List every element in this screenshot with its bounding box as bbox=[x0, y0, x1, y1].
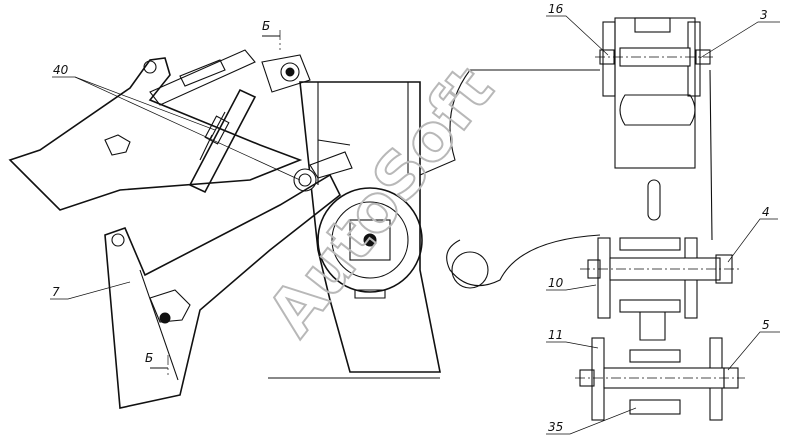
callout-40: 40 bbox=[53, 63, 69, 77]
rotor-outer bbox=[317, 187, 423, 293]
housing-body bbox=[299, 81, 441, 373]
rotor-bottom-lug bbox=[354, 289, 386, 299]
section-mark-bottom: Б bbox=[145, 351, 153, 365]
bot-hub-upper bbox=[629, 349, 681, 363]
mid-shaft-end bbox=[715, 254, 733, 284]
upper-pivot-bracket bbox=[261, 54, 311, 93]
middle-pivot-inner bbox=[298, 173, 312, 187]
leader-16 bbox=[546, 15, 609, 56]
bot-bolt-head bbox=[579, 369, 595, 387]
lower-arm-top-hole bbox=[111, 233, 125, 247]
housing-ribs bbox=[317, 82, 409, 185]
lower-arm-edge bbox=[139, 269, 179, 381]
rotor-center bbox=[363, 233, 377, 247]
top-bolt-head bbox=[599, 49, 615, 65]
upper-arm-hole bbox=[143, 60, 157, 74]
callouts: 16 3 40 4 7 10 11 5 35 bbox=[50, 2, 780, 435]
leader-40 bbox=[52, 76, 301, 181]
mid-hub-upper bbox=[619, 237, 681, 251]
cylinder-collar bbox=[204, 115, 230, 145]
middle-pivot-outer bbox=[293, 168, 317, 192]
callout-35: 35 bbox=[548, 420, 563, 434]
callout-3: 3 bbox=[760, 8, 768, 22]
top-roller bbox=[619, 94, 696, 126]
top-link-plate bbox=[149, 49, 256, 106]
upper-blade-arm bbox=[8, 57, 303, 211]
top-section-frame bbox=[614, 17, 696, 169]
middle-lever bbox=[309, 151, 353, 179]
callout-4: 4 bbox=[762, 205, 770, 219]
mid-hub-lower bbox=[619, 299, 681, 313]
section-mark-top: Б bbox=[262, 19, 270, 33]
leader-11 bbox=[546, 341, 599, 349]
lower-arm-pin bbox=[159, 312, 171, 324]
top-hub-upper bbox=[634, 17, 671, 33]
top-nut bbox=[695, 49, 711, 65]
hydraulic-cylinder bbox=[188, 88, 257, 194]
rotor-square-hub bbox=[349, 219, 391, 261]
callout-7: 7 bbox=[52, 285, 60, 299]
bot-nut bbox=[723, 367, 739, 389]
top-link-clamp bbox=[179, 59, 226, 87]
leader-10 bbox=[546, 284, 597, 291]
callout-11: 11 bbox=[548, 328, 563, 342]
leader-7 bbox=[50, 281, 131, 300]
leader-35 bbox=[546, 407, 637, 435]
top-left-flange bbox=[602, 21, 616, 97]
bot-hub-lower bbox=[629, 399, 681, 415]
upper-arm-bracket bbox=[104, 134, 131, 156]
section-view-top bbox=[595, 17, 715, 169]
mid-stem bbox=[639, 312, 666, 341]
leader-5 bbox=[727, 331, 780, 371]
watermark-text: AutoSoft bbox=[254, 54, 508, 350]
frame-slot bbox=[647, 179, 661, 221]
frame-plate-outline bbox=[419, 69, 713, 287]
main-assembly-view: Б Б bbox=[8, 19, 441, 409]
callout-16: 16 bbox=[548, 2, 564, 16]
section-view-middle bbox=[580, 237, 740, 341]
lower-arm-bracket bbox=[149, 289, 191, 323]
leader-3 bbox=[699, 21, 780, 59]
callout-5: 5 bbox=[762, 318, 770, 332]
rotor-ring bbox=[331, 201, 409, 279]
mid-bolt-head bbox=[587, 259, 601, 279]
callout-10: 10 bbox=[548, 276, 564, 290]
frame-plate-hole bbox=[451, 251, 489, 289]
lower-arm bbox=[104, 173, 342, 409]
leader-4 bbox=[727, 218, 778, 263]
section-view-bottom bbox=[575, 337, 745, 421]
upper-pivot-pin bbox=[285, 67, 295, 77]
leader-40b bbox=[74, 76, 216, 131]
